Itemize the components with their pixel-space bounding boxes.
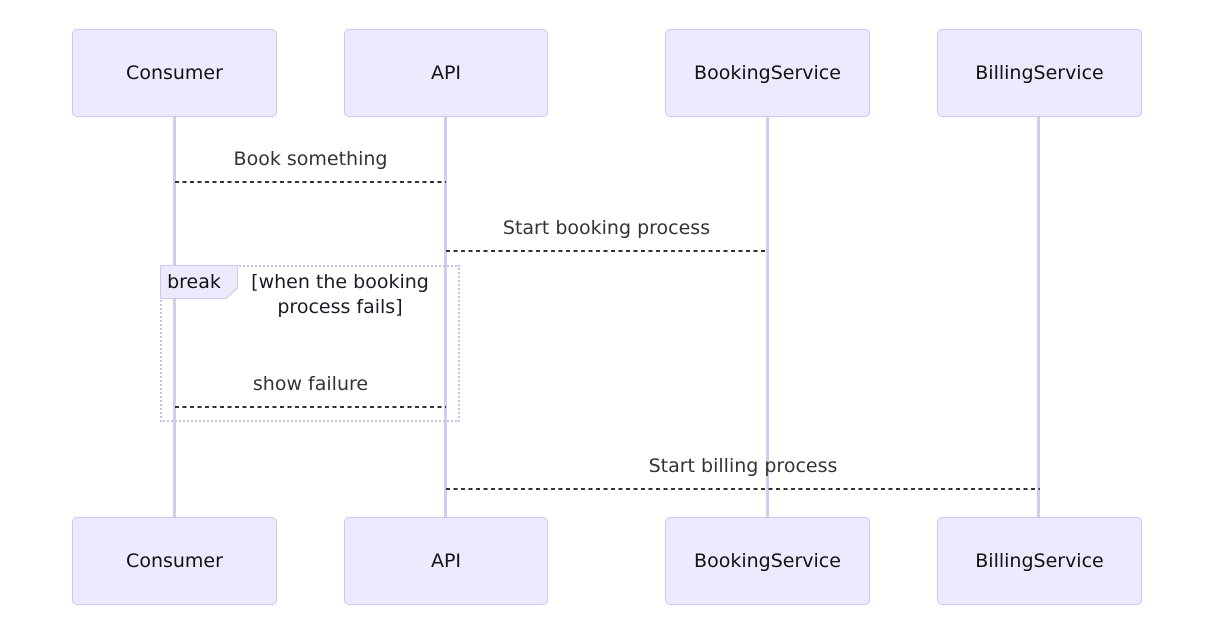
- actor-top-api: API: [344, 29, 548, 117]
- actor-bottom-bookingservice: BookingService: [665, 517, 870, 605]
- message-line-show-failure: [175, 406, 446, 408]
- actor-top-bookingservice: BookingService: [665, 29, 870, 117]
- break-fragment-tab-shape: [160, 265, 238, 299]
- actor-label: BillingService: [975, 62, 1104, 84]
- actor-label: API: [430, 550, 462, 572]
- actor-label: Consumer: [126, 62, 223, 84]
- message-line-start-booking-process: [446, 250, 767, 252]
- message-label-book-something: Book something: [233, 148, 388, 170]
- actor-label: BookingService: [694, 550, 841, 572]
- break-fragment-label: break: [167, 271, 221, 293]
- actor-top-consumer: Consumer: [72, 29, 277, 117]
- break-fragment-frame: [160, 265, 460, 422]
- actor-bottom-api: API: [344, 517, 548, 605]
- message-line-start-billing-process: [446, 488, 1040, 490]
- lifeline-consumer: [173, 117, 176, 517]
- lifeline-api: [444, 117, 447, 517]
- actor-top-billingservice: BillingService: [937, 29, 1142, 117]
- actor-label: BookingService: [694, 62, 841, 84]
- lifeline-bookingservice: [766, 117, 769, 517]
- actor-bottom-billingservice: BillingService: [937, 517, 1142, 605]
- message-label-show-failure: show failure: [252, 373, 369, 395]
- message-line-book-something: [175, 181, 446, 183]
- lifeline-billingservice: [1037, 117, 1040, 517]
- break-fragment-tab: break: [160, 265, 238, 299]
- actor-label: API: [430, 62, 462, 84]
- break-fragment-condition: [when the booking process fails]: [251, 271, 429, 318]
- message-label-start-booking-process: Start booking process: [502, 217, 711, 239]
- actor-bottom-consumer: Consumer: [72, 517, 277, 605]
- message-label-start-billing-process: Start billing process: [648, 455, 838, 477]
- actor-label: BillingService: [975, 550, 1104, 572]
- actor-label: Consumer: [126, 550, 223, 572]
